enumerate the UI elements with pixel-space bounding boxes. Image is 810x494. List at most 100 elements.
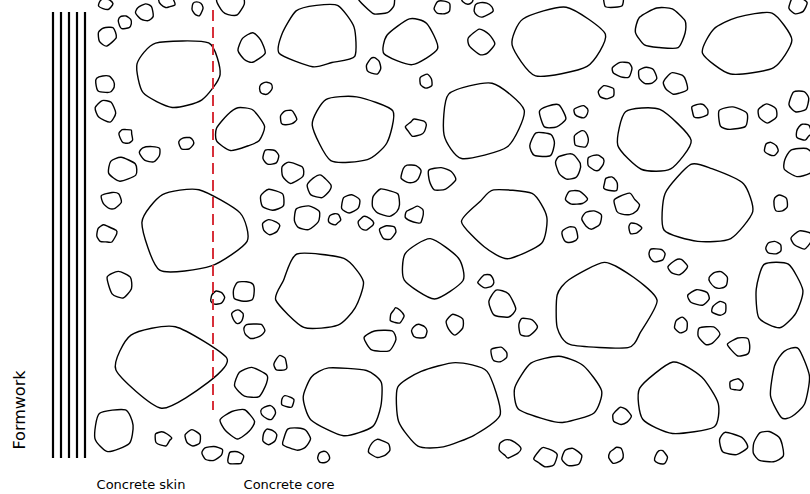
aggregate-stone <box>565 191 587 205</box>
aggregate-stone <box>446 314 463 335</box>
aggregate-stone <box>303 368 382 436</box>
aggregate-stone <box>402 239 464 299</box>
aggregate-stone <box>179 137 194 149</box>
aggregate-stone <box>588 155 604 171</box>
aggregate-stone <box>294 206 319 230</box>
aggregate-stone <box>639 67 657 84</box>
aggregate-stone <box>97 225 117 243</box>
aggregate-stone <box>702 12 792 74</box>
aggregate-stone <box>468 29 495 55</box>
formwork-board <box>52 12 54 458</box>
aggregate-stone <box>95 410 133 452</box>
aggregate-stone <box>202 446 223 460</box>
aggregate-stone <box>283 428 311 450</box>
aggregate-stone <box>499 440 521 458</box>
aggregate-stone <box>364 330 396 351</box>
aggregate-stone <box>107 271 132 298</box>
aggregate-stone <box>609 447 624 463</box>
aggregate-stone <box>278 4 356 66</box>
aggregate-stone <box>217 0 245 15</box>
aggregate-stone <box>770 347 809 418</box>
aggregate-stone <box>654 450 667 464</box>
aggregate-stone <box>556 154 581 179</box>
aggregate-stone <box>233 282 254 302</box>
aggregate-stone <box>698 327 720 345</box>
skin-boundary-line <box>212 10 214 410</box>
aggregate-stone <box>101 192 121 208</box>
aggregate-stone <box>307 175 331 198</box>
aggregate-stone <box>562 448 582 466</box>
aggregate-stone <box>491 347 507 362</box>
aggregate-stone <box>638 362 719 434</box>
formwork-label: Formwork <box>10 368 29 451</box>
aggregate-stone <box>274 355 287 370</box>
aggregate-stone <box>478 275 494 288</box>
aggregate-stone <box>244 324 265 339</box>
aggregate-stone <box>539 104 566 127</box>
aggregate-stone <box>764 142 778 155</box>
aggregate-stone <box>519 318 538 336</box>
aggregate-stone <box>556 262 657 348</box>
aggregate-stone <box>139 147 160 162</box>
aggregate-stone <box>220 409 255 439</box>
aggregate-stone <box>412 324 428 338</box>
aggregate-stone <box>185 430 200 446</box>
core-label: Concrete core <box>242 477 337 493</box>
aggregate-stone <box>434 1 450 14</box>
aggregate-stone <box>474 3 493 18</box>
aggregate-stone <box>281 396 294 408</box>
formwork-board <box>76 12 78 458</box>
aggregate-stone <box>730 379 743 390</box>
aggregate-stone <box>662 164 753 242</box>
aggregate-stone <box>719 107 748 129</box>
aggregate-stone <box>118 16 131 29</box>
aggregate-stone <box>358 216 373 230</box>
aggregate-stone <box>461 190 547 259</box>
aggregate-stone <box>238 33 265 63</box>
aggregate-stones <box>95 0 810 467</box>
aggregate-stone <box>461 0 473 4</box>
aggregate-stone <box>263 150 279 165</box>
formwork-boards <box>53 12 85 458</box>
aggregate-stone <box>709 272 728 289</box>
aggregate-stone <box>379 226 395 240</box>
aggregate-stone <box>108 157 136 181</box>
aggregate-stone <box>261 406 276 420</box>
aggregate-stone <box>192 2 203 16</box>
aggregate-stone <box>663 73 687 95</box>
aggregate-stone <box>530 132 555 156</box>
aggregate-stone <box>574 131 588 147</box>
aggregate-stone <box>727 338 749 356</box>
formwork-board <box>60 12 62 458</box>
aggregate-stone <box>756 262 803 328</box>
aggregate-stone <box>534 447 558 466</box>
aggregate-stone <box>675 317 688 333</box>
aggregate-stone <box>318 451 330 462</box>
aggregate-stone <box>135 4 153 21</box>
aggregate-stone <box>629 223 642 234</box>
aggregate-stone <box>603 0 624 7</box>
aggregate-stone <box>137 41 220 108</box>
aggregate-stone <box>668 259 688 275</box>
aggregate-stone <box>649 249 665 262</box>
aggregate-stone <box>582 211 602 229</box>
formwork-board <box>84 12 86 458</box>
aggregate-stone <box>312 96 394 162</box>
aggregate-stone <box>796 124 810 140</box>
aggregate-stone <box>260 82 273 94</box>
aggregate-stone <box>119 129 133 143</box>
aggregate-stone <box>263 429 277 445</box>
aggregate-stone <box>405 206 423 223</box>
aggregate-stone <box>614 193 640 215</box>
aggregate-stone <box>359 0 395 14</box>
aggregate-stone <box>613 407 632 424</box>
aggregate-stone <box>598 86 614 99</box>
aggregate-stone <box>617 108 691 171</box>
aggregate-stone <box>774 195 787 211</box>
aggregate-stone <box>514 356 602 422</box>
aggregate-stone <box>405 119 426 136</box>
aggregate-stone <box>235 367 268 397</box>
aggregate-stone <box>766 241 781 254</box>
aggregate-stone <box>512 7 606 76</box>
